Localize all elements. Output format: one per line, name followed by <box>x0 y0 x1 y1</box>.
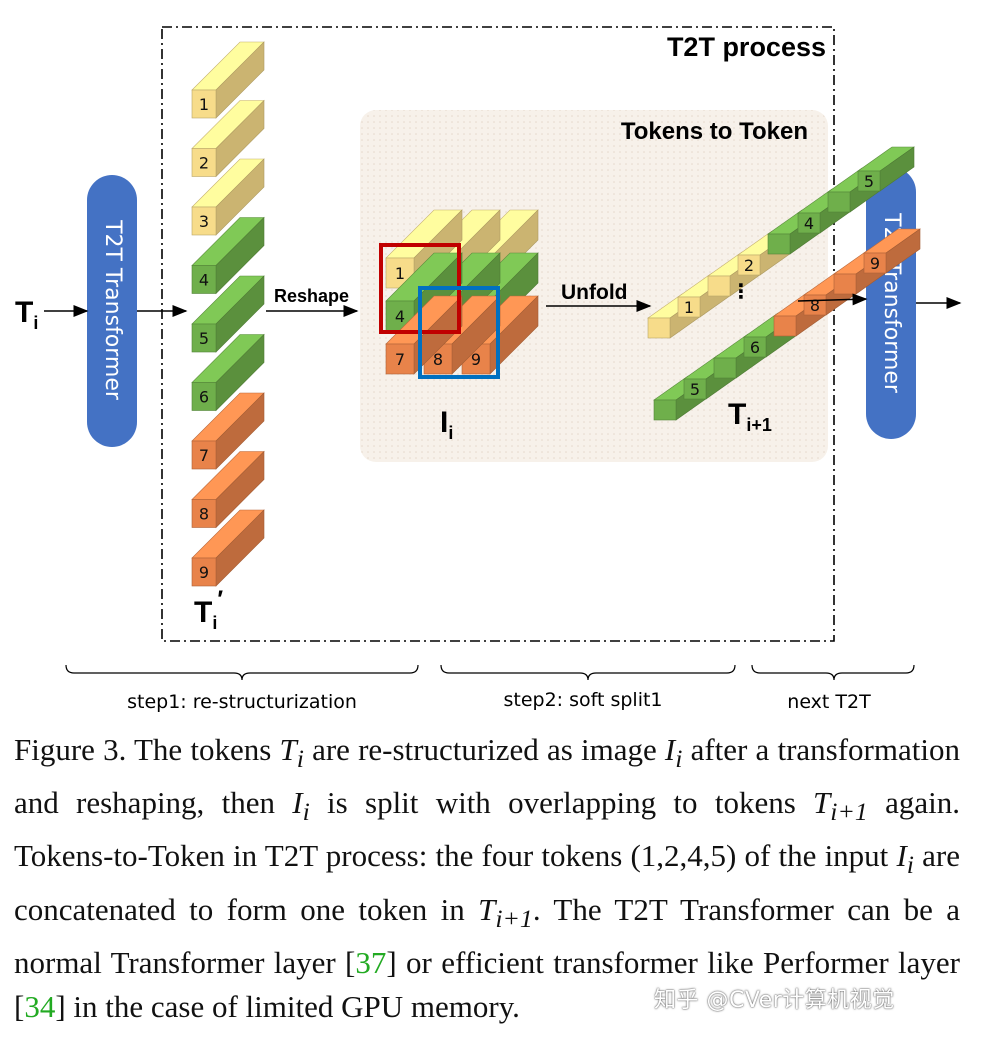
step2-label: step2: soft split1 <box>503 689 662 711</box>
token-column-8-label: 8 <box>199 505 209 524</box>
token-column-9-label: 9 <box>199 563 209 582</box>
t2t-process-title: T2T process <box>667 32 826 62</box>
t2t-diagram: T2T process Tokens to Token T2T Transfor… <box>15 26 962 713</box>
window-blue <box>418 286 500 379</box>
watermark: 知乎 @CVer计算机视觉 <box>654 988 895 1013</box>
bar-bottom-9-label: 9 <box>870 254 880 273</box>
token-column-3: 3 <box>191 158 265 236</box>
bar-top-5-label: 5 <box>864 172 874 191</box>
grid-cell-9-label: 9 <box>471 350 481 369</box>
output-tokens-label: Ti+1 <box>728 398 772 435</box>
grid-cell-1-label: 1 <box>395 264 405 283</box>
bar-bottom-8-label: 8 <box>810 296 820 315</box>
token-column-5-label: 5 <box>199 329 209 348</box>
output-token-bars: 1 2 4 5 5 6 8 9 <box>647 146 921 421</box>
token-column-5: 5 <box>191 275 265 353</box>
figure-caption: Figure 3. The tokens Ti are re-structuri… <box>14 732 960 1024</box>
token-column-7: 7 <box>191 392 265 470</box>
brace-step2 <box>440 664 736 681</box>
ti-prime-label: Ti′ <box>194 586 223 633</box>
unfold-label: Unfold <box>561 281 627 304</box>
image-label: Ii <box>440 406 453 443</box>
bar-top-4-label: 4 <box>804 214 814 233</box>
step1-label: step1: re-structurization <box>127 691 357 713</box>
token-column-7-label: 7 <box>199 446 209 465</box>
bar-top-2-label: 2 <box>744 256 754 275</box>
grid-cell-7-label: 7 <box>395 350 405 369</box>
token-column-3-label: 3 <box>199 212 209 231</box>
ref-34[interactable]: 34 <box>24 988 56 1024</box>
bar-top-1-label: 1 <box>684 298 694 317</box>
token-column-2-label: 2 <box>199 154 209 173</box>
token-column-1-label: 1 <box>199 95 209 114</box>
token-column-6: 6 <box>191 333 265 412</box>
token-column: 1 2 3 4 5 6 7 8 9 <box>191 41 265 587</box>
brace-step3 <box>751 664 915 681</box>
grid-cell-8-label: 8 <box>433 350 443 369</box>
token-column-4-label: 4 <box>199 271 209 290</box>
ellipsis-mark: ⋮ <box>731 279 751 303</box>
token-column-1: 1 <box>191 41 265 119</box>
bar-bottom-6-label: 6 <box>750 338 760 357</box>
t2t-transformer-left <box>87 175 137 447</box>
t2t-transformer-left-label: T2T Transformer <box>100 219 125 401</box>
grid-cell-4-label: 4 <box>395 307 405 326</box>
reshape-label: Reshape <box>274 286 349 306</box>
brace-step1 <box>65 664 419 681</box>
bar-bottom-9: 9 <box>863 228 921 274</box>
token-column-8: 8 <box>191 450 265 529</box>
tokens-to-token-title: Tokens to Token <box>621 118 808 145</box>
arrow-to-next <box>797 293 868 306</box>
token-column-6-label: 6 <box>199 388 209 407</box>
token-column-4: 4 <box>191 216 265 295</box>
bar-top-5: 5 <box>857 146 915 192</box>
t2t-process-box <box>161 26 835 642</box>
bar-bottom-5-label: 5 <box>690 380 700 399</box>
step3-label: next T2T <box>787 691 871 713</box>
input-tokens-label: Ti <box>15 296 38 333</box>
token-column-9: 9 <box>191 509 265 587</box>
token-column-2: 2 <box>191 99 265 178</box>
ref-37[interactable]: 37 <box>355 944 387 980</box>
